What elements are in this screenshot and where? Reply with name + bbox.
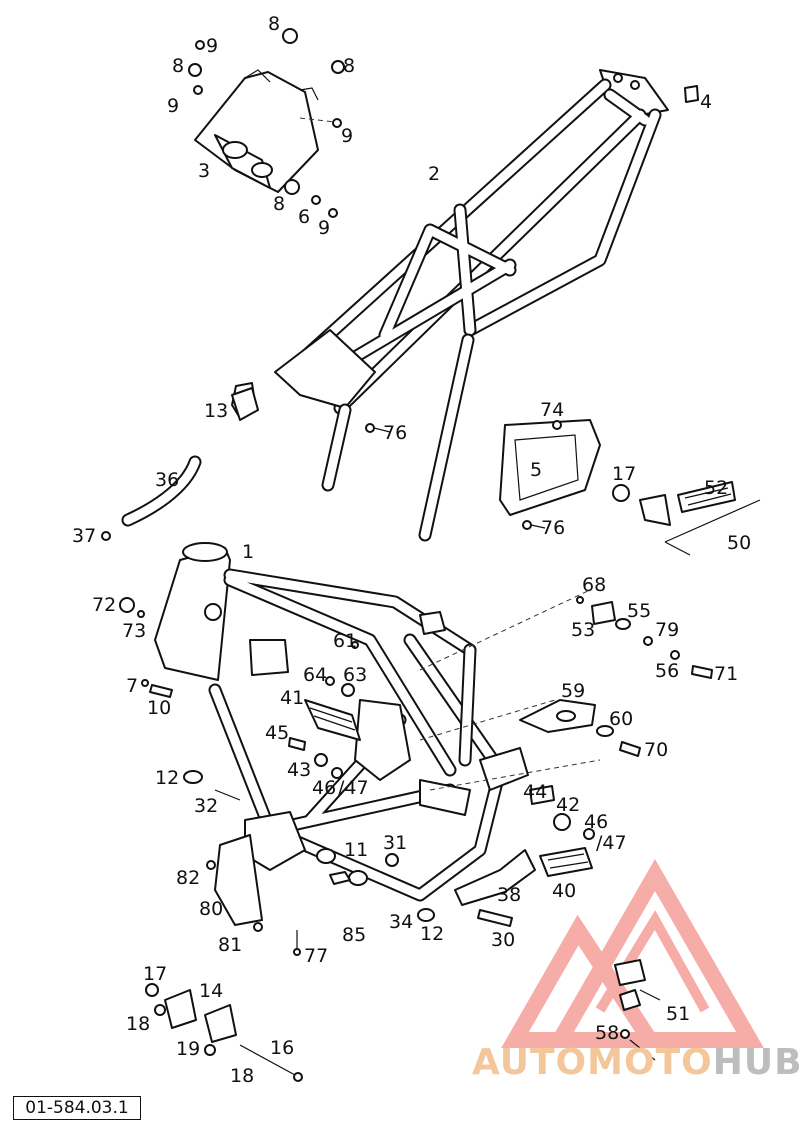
callout-8-c: 8	[343, 55, 355, 77]
hose-part-36	[101, 455, 202, 541]
callout-47-b: /47	[596, 832, 627, 854]
watermark-text-part-1: AUTOMOTO	[472, 1042, 713, 1083]
shift-lever-part-38	[454, 785, 595, 927]
callout-5: 5	[530, 459, 542, 481]
rubber-block-part-13	[231, 387, 259, 421]
callout-46-b: 46	[584, 811, 608, 833]
callout-8-b: 8	[172, 55, 184, 77]
callout-82: 82	[176, 867, 200, 889]
watermark-logo-graphic	[501, 858, 764, 1048]
linkage-parts-14-19	[145, 983, 303, 1082]
bushing-parts-53-79	[576, 596, 713, 679]
callout-9-d: 9	[318, 217, 330, 239]
callout-4: 4	[700, 91, 712, 113]
callout-43: 43	[287, 759, 311, 781]
callout-45: 45	[265, 722, 289, 744]
callout-12-a: 12	[155, 767, 179, 789]
callout-60: 60	[609, 708, 633, 730]
callout-68: 68	[582, 574, 606, 596]
callout-6: 6	[298, 206, 310, 228]
callout-64: 64	[303, 664, 327, 686]
watermark-text-part-2: HUB	[712, 1042, 800, 1083]
callout-8-d: 8	[273, 193, 285, 215]
callout-47-a: /47	[338, 777, 369, 799]
callout-17-b: 17	[143, 963, 167, 985]
callout-58: 58	[595, 1022, 619, 1044]
callout-71: 71	[714, 663, 738, 685]
callout-72: 72	[92, 594, 116, 616]
callout-63: 63	[343, 664, 367, 686]
callout-53: 53	[571, 619, 595, 641]
callout-8-a: 8	[268, 13, 280, 35]
main-frame-part-1	[154, 542, 601, 902]
center-bushings	[316, 848, 435, 922]
callout-59: 59	[561, 680, 585, 702]
callout-70: 70	[644, 739, 668, 761]
callout-17-a: 17	[612, 463, 636, 485]
callout-11: 11	[344, 839, 368, 861]
callout-56: 56	[655, 660, 679, 682]
footpeg-part-41	[288, 641, 361, 779]
callout-9-b: 9	[167, 95, 179, 117]
callout-76-a: 76	[383, 422, 407, 444]
watermark-logo-text: AUTOMOTOHUB	[472, 1042, 800, 1083]
callout-2: 2	[428, 163, 440, 185]
callout-10: 10	[147, 697, 171, 719]
callout-79: 79	[655, 619, 679, 641]
callout-9-a: 9	[206, 35, 218, 57]
callout-52: 52	[704, 477, 728, 499]
callout-55: 55	[627, 600, 651, 622]
callout-16: 16	[270, 1037, 294, 1059]
callout-13: 13	[204, 400, 228, 422]
callout-51: 51	[666, 1003, 690, 1025]
callout-14: 14	[199, 980, 223, 1002]
callout-40: 40	[552, 880, 576, 902]
callout-38: 38	[497, 884, 521, 906]
callout-74: 74	[540, 399, 564, 421]
callout-50: 50	[727, 532, 751, 554]
callout-18-b: 18	[230, 1065, 254, 1087]
callout-85: 85	[342, 924, 366, 946]
number-plate-bracket-part-5	[499, 419, 601, 530]
callout-41: 41	[280, 687, 304, 709]
callout-30: 30	[491, 929, 515, 951]
callout-76-b: 76	[541, 517, 565, 539]
callout-80: 80	[199, 898, 223, 920]
fastener-part-51	[614, 959, 661, 1061]
diagram-reference-number: 01-584.03.1	[13, 1096, 141, 1120]
callout-42: 42	[556, 794, 580, 816]
bracket-part-3	[188, 28, 345, 218]
callout-19: 19	[176, 1038, 200, 1060]
callout-9-c: 9	[341, 125, 353, 147]
callout-73: 73	[122, 620, 146, 642]
callout-12-b: 12	[420, 923, 444, 945]
small-parts-left	[119, 597, 301, 956]
callout-36: 36	[155, 469, 179, 491]
callout-44: 44	[523, 781, 547, 803]
callout-81: 81	[218, 934, 242, 956]
footrest-assembly-part-50	[612, 481, 761, 556]
callout-46-a: 46	[312, 777, 336, 799]
callout-labels: 1 2 3 4 5 6 7 8 8 8 8 9 9 9 9 10 11 12 1…	[72, 13, 751, 1087]
callout-1: 1	[242, 541, 254, 563]
callout-61: 61	[333, 630, 357, 652]
callout-32: 32	[194, 795, 218, 817]
callout-34: 34	[389, 911, 413, 933]
brake-pedal-part-59	[519, 699, 641, 757]
callout-18-a: 18	[126, 1013, 150, 1035]
callout-77: 77	[304, 945, 328, 967]
callout-31: 31	[383, 832, 407, 854]
callout-3: 3	[198, 160, 210, 182]
callout-7: 7	[126, 675, 138, 697]
callout-37: 37	[72, 525, 96, 547]
rear-subframe-part-2	[231, 69, 699, 542]
